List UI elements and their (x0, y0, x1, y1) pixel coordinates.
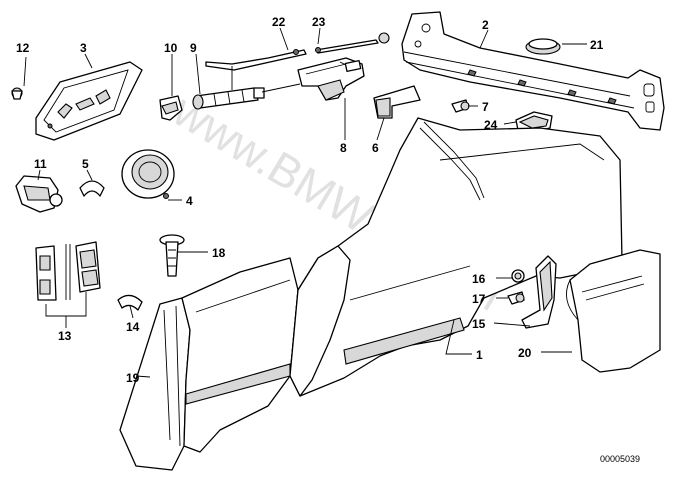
callout-15: 15 (472, 317, 486, 331)
callout-16: 16 (472, 272, 486, 286)
part-16-nut (511, 269, 525, 283)
part-18-push-pin (159, 234, 185, 277)
part-9-lock-cylinder (192, 87, 265, 110)
part-1-rear-side-panel (289, 117, 623, 397)
callout-14: 14 (126, 320, 140, 334)
part-2-support-rail (401, 11, 665, 131)
leader-lines (23, 27, 587, 378)
callout-11: 11 (34, 157, 47, 171)
callout-20: 20 (518, 346, 532, 360)
callout-8: 8 (340, 141, 347, 155)
callout-19: 19 (126, 371, 140, 385)
callout-2: 2 (482, 18, 489, 32)
callout-3: 3 (80, 41, 87, 55)
callout-4: 4 (186, 194, 193, 208)
callout-12: 12 (16, 41, 30, 55)
part-19-side-panel (119, 257, 299, 471)
part-14-clip (117, 294, 143, 311)
callout-10: 10 (164, 41, 178, 55)
callout-5: 5 (82, 157, 89, 171)
part-23-rod (315, 32, 390, 54)
callout-24: 24 (484, 118, 498, 132)
part-13-hinge (35, 241, 101, 301)
part-4-cap (121, 149, 175, 199)
part-20-wheel-arch-panel (565, 249, 661, 373)
callout-21: 21 (590, 38, 604, 52)
part-7-screw (451, 99, 470, 113)
callouts: 2 3 12 10 9 22 23 21 7 24 8 6 11 5 4 18 … (16, 15, 604, 385)
callout-23: 23 (312, 15, 326, 29)
document-number: 00005039 (600, 454, 640, 464)
callout-18: 18 (212, 246, 226, 260)
callout-7: 7 (482, 100, 489, 114)
part-3-trim-panel (35, 61, 143, 141)
part-21-grommet (525, 38, 561, 55)
callout-13: 13 (58, 329, 72, 343)
callout-9: 9 (190, 41, 197, 55)
part-12-clip (11, 87, 23, 100)
part-22-cable (205, 49, 307, 90)
part-6-bracket (373, 85, 421, 119)
part-15-bracket (521, 255, 557, 329)
part-24-clip (515, 111, 553, 133)
part-8-actuator (261, 57, 365, 101)
callout-1: 1 (476, 348, 483, 362)
callout-22: 22 (272, 15, 286, 29)
part-5-retainer (79, 180, 105, 197)
part-11-latch (15, 175, 63, 213)
callout-17: 17 (472, 292, 486, 306)
part-17-screw (507, 291, 525, 305)
part-10-bracket (159, 95, 183, 121)
callout-6: 6 (372, 141, 379, 155)
